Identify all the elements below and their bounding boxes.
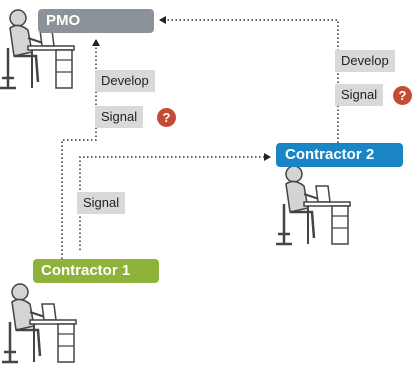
- contractor-2-person-icon: [274, 164, 352, 246]
- contractor-1-node: Contractor 1: [33, 259, 159, 283]
- contractor-2-signal-label: Signal: [335, 84, 384, 106]
- connector-c1-to-c2: [79, 153, 271, 250]
- contractor-1-signal-label: Signal: [77, 192, 126, 214]
- question-icon: ?: [157, 108, 176, 127]
- contractor-1-person-icon: [0, 282, 78, 364]
- pmo-develop-label: Develop: [95, 70, 155, 92]
- contractor-2-node: Contractor 2: [276, 143, 403, 167]
- connector-c2-to-pmo: [159, 16, 339, 143]
- pmo-node: PMO: [38, 9, 154, 33]
- pmo-signal-label: Signal: [95, 106, 144, 128]
- question-icon: ?: [393, 86, 412, 105]
- connector-c1-to-pmo: [61, 39, 100, 259]
- contractor-2-develop-label: Develop: [335, 50, 395, 72]
